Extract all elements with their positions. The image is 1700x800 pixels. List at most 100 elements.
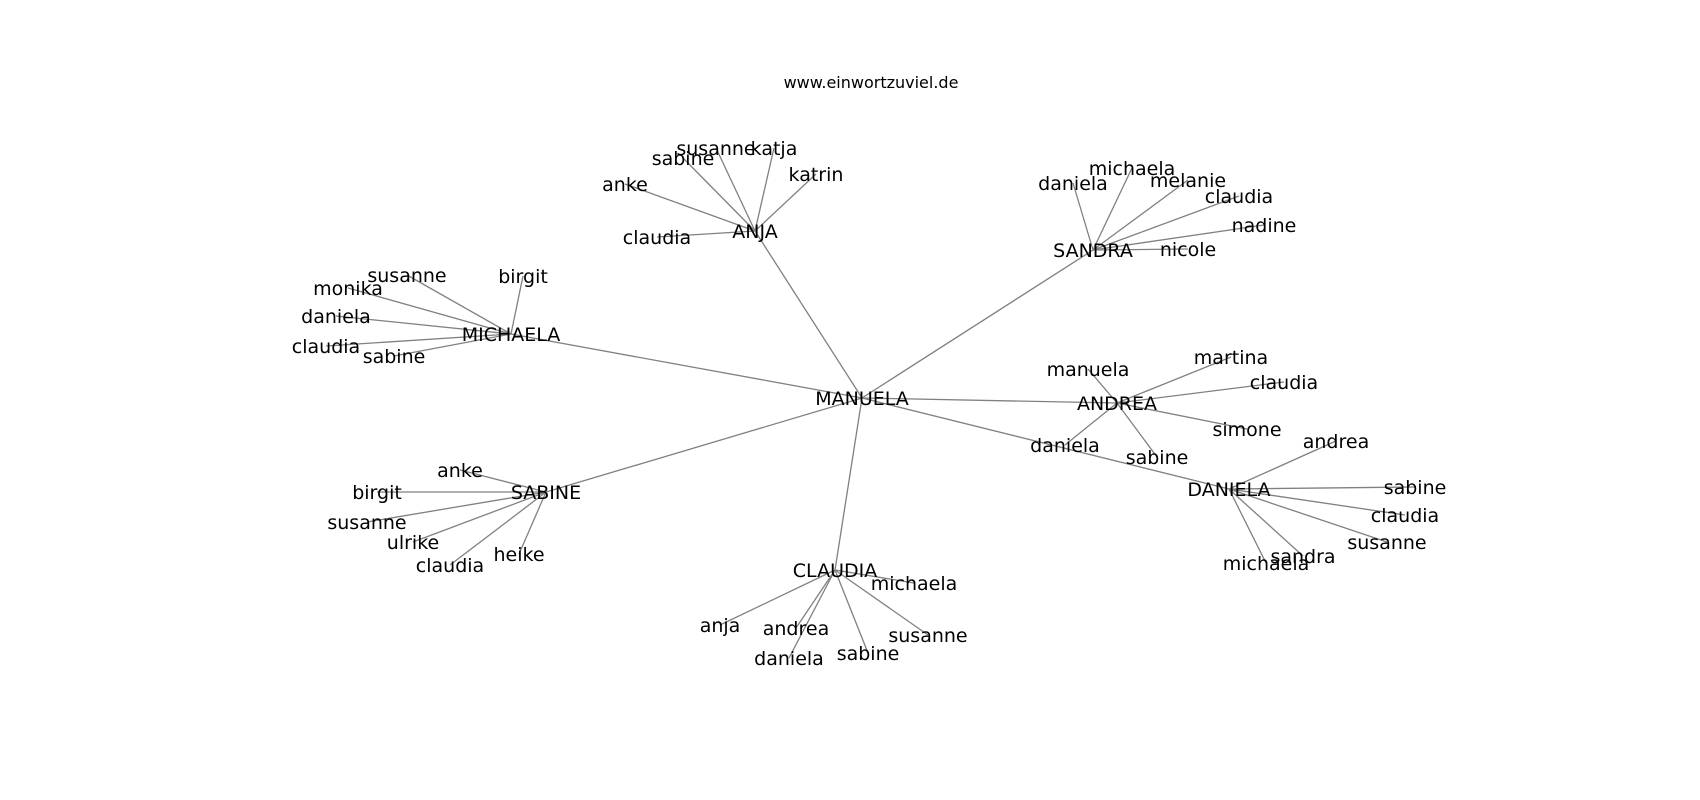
leaf-node-label-daniela-susanne: susanne bbox=[1347, 532, 1426, 554]
hub-node-label-sabine: SABINE bbox=[511, 482, 581, 504]
leaf-node-label-andrea-sabine: sabine bbox=[1126, 447, 1189, 469]
edge-daniela-michaela bbox=[1228, 488, 1267, 564]
edge-andrea-manuela bbox=[1087, 368, 1118, 404]
edge-andrea-simone bbox=[1116, 402, 1248, 430]
leaf-node-label-andrea-manuela: manuela bbox=[1047, 359, 1130, 381]
leaf-node-label-michaela-susanne: susanne bbox=[367, 265, 446, 287]
leaf-node-label-daniela-andrea: andrea bbox=[1303, 431, 1369, 453]
edge-daniela-sandra bbox=[1228, 488, 1304, 557]
edge-claudia-sabine bbox=[834, 569, 869, 654]
edge-center-claudia bbox=[834, 397, 863, 571]
leaf-node-label-anja-katrin: katrin bbox=[789, 164, 844, 186]
leaf-node-label-daniela-michaela: michaela bbox=[1223, 553, 1310, 575]
edge-michaela-daniela bbox=[335, 315, 512, 335]
leaf-node-label-sabine-heike: heike bbox=[493, 544, 544, 566]
edge-center-michaela bbox=[510, 333, 863, 399]
leaf-node-label-daniela-claudia: claudia bbox=[1371, 505, 1439, 527]
leaf-node-label-sandra-nadine: nadine bbox=[1232, 215, 1297, 237]
leaf-node-label-daniela-sabine: sabine bbox=[1384, 477, 1447, 499]
edge-claudia-daniela bbox=[788, 569, 836, 659]
leaf-node-label-sandra-nicole: nicole bbox=[1160, 239, 1216, 261]
edge-center-anja bbox=[754, 230, 863, 399]
edge-andrea-daniela bbox=[1064, 402, 1118, 446]
edge-sandra-melanie bbox=[1092, 179, 1189, 251]
edge-andrea-martina bbox=[1116, 356, 1232, 404]
hub-node-label-daniela: DANIELA bbox=[1187, 479, 1270, 501]
leaf-node-label-andrea-simone: simone bbox=[1212, 419, 1281, 441]
edge-anja-claudia bbox=[656, 230, 756, 238]
edge-sandra-claudia bbox=[1092, 195, 1240, 251]
edge-sandra-michaela bbox=[1092, 167, 1133, 251]
edge-michaela-claudia bbox=[325, 333, 512, 347]
edge-sandra-daniela bbox=[1072, 182, 1094, 251]
leaf-node-label-andrea-daniela: daniela bbox=[1030, 435, 1100, 457]
edge-daniela-claudia bbox=[1228, 488, 1406, 516]
leaf-node-label-anja-susanne: susanne bbox=[676, 138, 755, 160]
edge-claudia-michaela bbox=[834, 569, 915, 584]
edge-sandra-nadine bbox=[1092, 224, 1265, 251]
edge-michaela-susanne bbox=[406, 274, 512, 335]
edge-sabine-heike bbox=[518, 491, 547, 555]
leaf-node-label-michaela-daniela: daniela bbox=[301, 306, 371, 328]
edge-anja-anke bbox=[624, 183, 756, 232]
website-title: www.einwortzuviel.de bbox=[784, 73, 959, 92]
edge-michaela-sabine bbox=[393, 333, 512, 357]
edge-center-andrea bbox=[861, 397, 1118, 404]
edge-center-daniela bbox=[861, 397, 1230, 490]
edge-claudia-anja bbox=[719, 569, 836, 626]
leaf-node-label-andrea-martina: martina bbox=[1194, 347, 1268, 369]
edge-sabine-claudia bbox=[449, 491, 547, 566]
leaf-node-label-claudia-michaela: michaela bbox=[871, 573, 958, 595]
edge-anja-susanne bbox=[715, 147, 756, 232]
leaf-node-label-anja-claudia: claudia bbox=[623, 227, 691, 249]
center-node-label: MANUELA bbox=[815, 388, 909, 410]
edge-anja-katrin bbox=[754, 173, 817, 232]
edge-michaela-birgit bbox=[510, 275, 524, 335]
leaf-node-label-sandra-daniela: daniela bbox=[1038, 173, 1108, 195]
edge-sabine-susanne bbox=[366, 491, 547, 523]
leaf-node-label-sandra-claudia: claudia bbox=[1205, 186, 1273, 208]
edge-sandra-nicole bbox=[1092, 248, 1189, 251]
edge-andrea-sabine bbox=[1116, 402, 1158, 458]
hub-node-label-claudia: CLAUDIA bbox=[793, 560, 877, 582]
edge-anja-katja bbox=[754, 147, 775, 232]
graph-labels: MANUELAANJAsabinesusannekatjakatrinankec… bbox=[292, 138, 1447, 670]
leaf-node-label-sabine-claudia: claudia bbox=[416, 555, 484, 577]
edge-claudia-andrea bbox=[795, 569, 836, 629]
hub-node-label-andrea: ANDREA bbox=[1077, 393, 1157, 415]
edge-center-sabine bbox=[545, 397, 863, 493]
leaf-node-label-claudia-sabine: sabine bbox=[837, 643, 900, 665]
hub-node-label-sandra: SANDRA bbox=[1053, 240, 1133, 262]
leaf-node-label-andrea-claudia: claudia bbox=[1250, 372, 1318, 394]
edge-michaela-monika bbox=[347, 287, 512, 335]
hub-node-label-michaela: MICHAELA bbox=[462, 324, 561, 346]
leaf-node-label-sabine-anke: anke bbox=[437, 460, 483, 482]
leaf-node-label-sabine-ulrike: ulrike bbox=[387, 532, 439, 554]
leaf-node-label-michaela-claudia: claudia bbox=[292, 336, 360, 358]
leaf-node-label-claudia-daniela: daniela bbox=[754, 648, 824, 670]
leaf-node-label-claudia-anja: anja bbox=[700, 615, 741, 637]
edge-sabine-ulrike bbox=[412, 491, 547, 543]
edge-daniela-susanne bbox=[1228, 488, 1388, 543]
leaf-node-label-sabine-birgit: birgit bbox=[352, 482, 402, 504]
leaf-node-label-anja-anke: anke bbox=[602, 174, 648, 196]
leaf-node-label-daniela-sandra: sandra bbox=[1270, 546, 1335, 568]
edge-anja-sabine bbox=[682, 157, 756, 232]
leaf-node-label-sabine-susanne: susanne bbox=[327, 512, 406, 534]
leaf-node-label-claudia-susanne: susanne bbox=[888, 625, 967, 647]
leaf-node-label-sandra-michaela: michaela bbox=[1089, 158, 1176, 180]
edge-andrea-claudia bbox=[1116, 381, 1285, 404]
edge-daniela-sabine bbox=[1228, 486, 1416, 490]
edge-center-sandra bbox=[861, 249, 1094, 399]
edge-claudia-susanne bbox=[834, 569, 929, 636]
edge-sabine-anke bbox=[459, 469, 547, 493]
graph-edges bbox=[325, 147, 1416, 659]
leaf-node-label-anja-sabine: sabine bbox=[652, 148, 715, 170]
leaf-node-label-claudia-andrea: andrea bbox=[763, 618, 829, 640]
edge-daniela-andrea bbox=[1228, 440, 1337, 490]
hub-node-label-anja: ANJA bbox=[732, 221, 777, 243]
leaf-node-label-sandra-melanie: melanie bbox=[1150, 170, 1226, 192]
leaf-node-label-michaela-sabine: sabine bbox=[363, 346, 426, 368]
leaf-node-label-michaela-monika: monika bbox=[313, 278, 383, 300]
